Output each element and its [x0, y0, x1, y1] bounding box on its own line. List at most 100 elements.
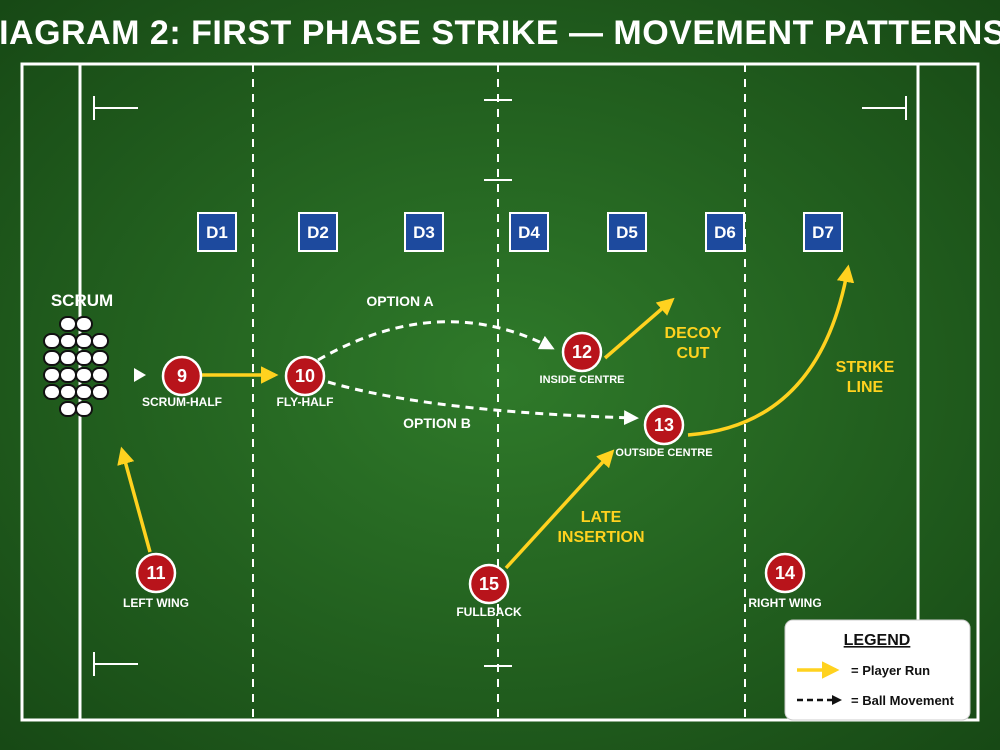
defender-d6: D6	[705, 212, 745, 252]
defender-label: D3	[413, 223, 435, 242]
player-marker	[284, 355, 326, 397]
late-label-1: LATE	[581, 509, 622, 526]
option-a-pass-arrow	[317, 320, 555, 362]
player-role-label: FULLBACK	[456, 605, 522, 619]
decoy-label-2: CUT	[677, 345, 710, 362]
player-role-label: FLY-HALF	[277, 395, 334, 409]
defender-marker	[705, 212, 745, 252]
decoy-label-1: DECOY	[665, 325, 722, 342]
pitch-lines	[20, 62, 980, 722]
defender-label: D7	[812, 223, 834, 242]
scrum-player-icon	[59, 367, 77, 383]
player-role-label: LEFT WING	[123, 596, 189, 610]
player-number: 12	[572, 342, 592, 362]
player-number: 15	[479, 574, 499, 594]
scrum-player-icon	[75, 401, 93, 417]
scrum-player-icon	[75, 367, 93, 383]
defender-d3: D3	[404, 212, 444, 252]
defender-marker	[404, 212, 444, 252]
scrum-player-icon	[59, 401, 77, 417]
scrum-player-icon	[43, 384, 61, 400]
scrum-player-icon	[59, 350, 77, 366]
defender-d7: D7	[803, 212, 843, 252]
player-marker	[468, 563, 510, 605]
defender-d5: D5	[607, 212, 647, 252]
scrum: SCRUM	[43, 291, 146, 417]
option-b-pass-arrow	[327, 380, 639, 426]
scrum-player-icon	[59, 333, 77, 349]
scrum-player-icon	[75, 333, 93, 349]
legend-background	[784, 619, 971, 721]
defender-label: D2	[307, 223, 329, 242]
pitch-boundary	[20, 62, 980, 722]
decoy-cut-arrow	[603, 297, 675, 360]
strike-label-2: LINE	[847, 379, 884, 396]
player-runs	[117, 264, 855, 570]
strike-line-arrow	[687, 264, 855, 437]
defender-marker	[607, 212, 647, 252]
defender-d1: D1	[197, 212, 237, 252]
scrum-player-icon	[91, 384, 109, 400]
legend-ball-label: = Ball Movement	[851, 693, 955, 708]
defender-marker	[803, 212, 843, 252]
legend-title: LEGEND	[844, 632, 911, 649]
player-number: 9	[177, 366, 187, 386]
scrum-pack-icon	[43, 316, 109, 417]
player-marker	[561, 331, 603, 373]
option-b-label: OPTION B	[403, 415, 471, 431]
defender-d2: D2	[298, 212, 338, 252]
player-role-label: SCRUM-HALF	[142, 395, 222, 409]
player-number: 13	[654, 415, 674, 435]
defender-label: D1	[206, 223, 228, 242]
scrum-player-icon	[75, 316, 93, 332]
defender-label: D5	[616, 223, 638, 242]
scrum-player-icon	[75, 350, 93, 366]
defender-label: D4	[518, 223, 540, 242]
legend-run-label: = Player Run	[851, 663, 930, 678]
late-insertion-arrow	[504, 449, 615, 570]
strike-label-1: STRIKE	[836, 359, 895, 376]
player-marker	[764, 552, 806, 594]
defender-marker	[509, 212, 549, 252]
legend-box: LEGEND = Player Run = Ball Movement	[784, 619, 971, 721]
option-a-label: OPTION A	[366, 293, 433, 309]
scrum-player-icon	[75, 384, 93, 400]
player-role-label: INSIDE CENTRE	[540, 374, 625, 386]
diagram-title: DIAGRAM 2: FIRST PHASE STRIKE — MOVEMENT…	[0, 14, 1000, 52]
scrum-player-icon	[91, 367, 109, 383]
player-role-label: OUTSIDE CENTRE	[615, 447, 712, 459]
scrum-player-icon	[59, 316, 77, 332]
defender-d4: D4	[509, 212, 549, 252]
scrum-player-icon	[91, 350, 109, 366]
defender-marker	[298, 212, 338, 252]
player-role-label: RIGHT WING	[748, 596, 821, 610]
defender-label: D6	[714, 223, 736, 242]
defender-marker	[197, 212, 237, 252]
defenders: D1 D2 D3 D4 D5 D6 D7	[197, 212, 843, 252]
scrum-player-icon	[43, 333, 61, 349]
scrum-feed-icon	[134, 368, 146, 382]
player-number: 14	[775, 563, 795, 583]
scrum-player-icon	[59, 384, 77, 400]
run-11-arrow	[117, 446, 152, 553]
scrum-player-icon	[43, 350, 61, 366]
ball-movements	[317, 320, 639, 426]
late-label-2: INSERTION	[557, 529, 644, 546]
player-marker	[643, 404, 685, 446]
player-number: 10	[295, 366, 315, 386]
player-marker	[161, 355, 203, 397]
player-number: 11	[146, 563, 165, 583]
scrum-player-icon	[91, 333, 109, 349]
player-marker	[135, 552, 177, 594]
annotations: OPTION A OPTION B DECOY CUT STRIKE LINE …	[366, 293, 894, 546]
